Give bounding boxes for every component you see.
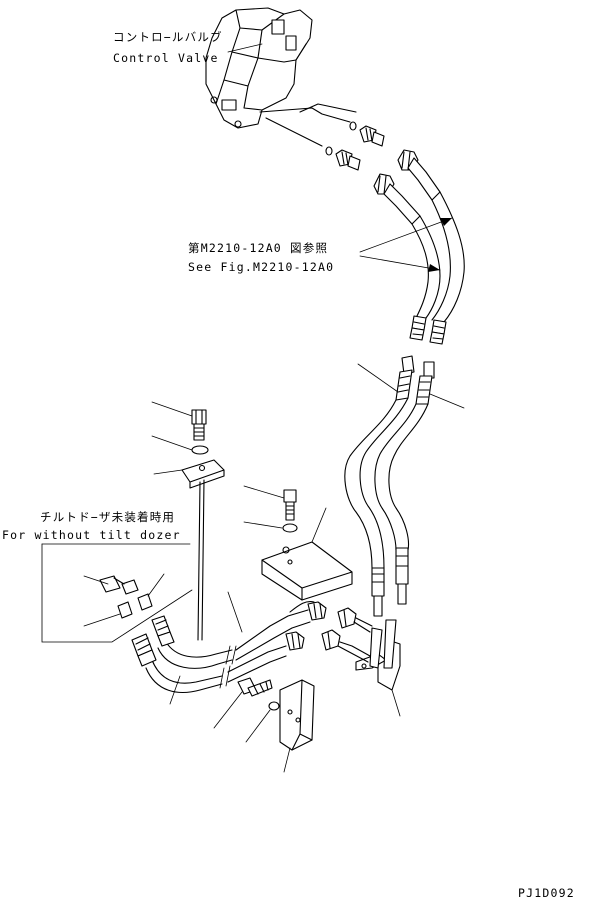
control-valve: [206, 8, 312, 128]
left-clamp: [182, 460, 224, 640]
leader-lower-pipe-upper: [228, 592, 242, 632]
leader-main-hose-right: [430, 394, 464, 408]
leader-lower-bolt: [214, 692, 242, 728]
leader-lower-plate: [284, 748, 290, 772]
drawing-code: PJ1D092: [518, 886, 575, 900]
lower-washer: [269, 702, 279, 710]
left-washer: [192, 446, 208, 454]
leader-plug-1: [84, 576, 108, 584]
upper-hose-left: [374, 174, 440, 318]
leader-left-clamp: [154, 470, 182, 474]
lower-pipe-assembly: [146, 601, 314, 692]
valve-fitting-lower: [326, 147, 360, 170]
main-hose-right: [375, 362, 434, 550]
leader-middle-washer: [244, 522, 282, 528]
leader-plug-2: [84, 614, 120, 626]
leader-right-bracket: [392, 690, 400, 716]
left-bolt: [192, 410, 206, 440]
control-valve-label-ja: コントロ−ルバルブ: [113, 30, 223, 44]
leader-middle-bolt: [244, 486, 284, 498]
see-fig-arrows: [360, 218, 452, 272]
pipe-right-end-fittings: [286, 602, 372, 662]
leader-control-valve: [228, 44, 262, 52]
main-hose-left: [345, 356, 414, 568]
see-fig-label-ja: 第M2210-12A0 図参照: [188, 241, 329, 255]
middle-bolt: [284, 490, 296, 520]
left-pipe-end-fittings: [132, 616, 174, 666]
valve-port-lines: [260, 108, 350, 146]
leader-left-bolt: [152, 402, 192, 416]
upper-hose-right: [398, 150, 464, 322]
upper-hose-end-fittings: [410, 316, 446, 344]
valve-fitting-upper: [350, 122, 384, 146]
tilt-dozer-callout-box: [42, 544, 192, 642]
leader-lower-pipe-lower: [170, 676, 180, 704]
tilt-dozer-label-en: For without tilt dozer: [2, 528, 181, 542]
right-bracket: [356, 620, 400, 690]
leader-lower-washer: [246, 710, 270, 742]
see-fig-label-en: See Fig.M2210-12A0: [188, 260, 335, 274]
leader-left-washer: [152, 436, 192, 450]
lower-bolt: [238, 678, 272, 696]
leader-middle-bracket: [312, 508, 326, 542]
middle-washer: [283, 524, 297, 532]
control-valve-label-en: Control Valve: [113, 51, 219, 65]
middle-bracket: [262, 542, 352, 600]
lower-plate-bracket: [280, 680, 314, 750]
tilt-dozer-label-ja: チルトド−ザ未装着時用: [40, 510, 176, 524]
leader-plug-3: [148, 574, 164, 596]
leader-main-hose-left: [358, 364, 398, 392]
lower-adapters: [372, 548, 408, 616]
